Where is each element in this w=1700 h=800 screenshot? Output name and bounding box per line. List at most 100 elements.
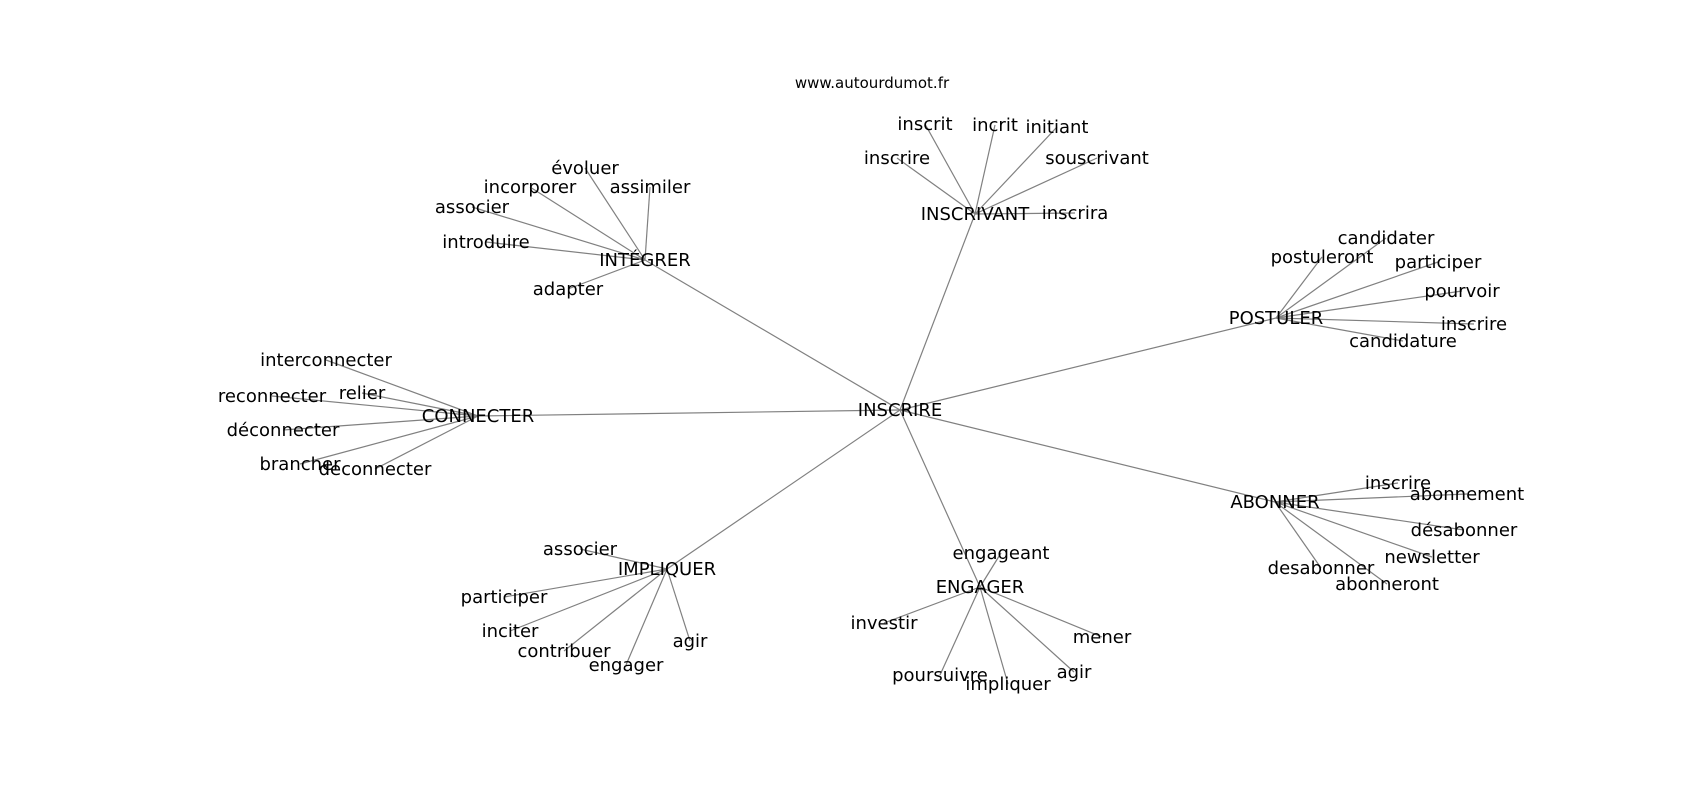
- edge-center-to-hub: [899, 409, 1276, 503]
- leaf-node-label: impliquer: [965, 674, 1051, 695]
- edge-hub-to-leaf: [1275, 290, 1463, 319]
- edge-center-to-hub: [477, 409, 901, 417]
- hub-node-label: ABONNER: [1230, 492, 1319, 513]
- leaf-node-label: abonnement: [1410, 484, 1524, 505]
- center-node-label: INSCRIRE: [858, 400, 942, 421]
- edge-hub-to-leaf: [471, 206, 646, 261]
- edge-hub-to-leaf: [1274, 501, 1433, 558]
- edge-hub-to-leaf: [584, 167, 646, 261]
- leaf-node-label: inscrire: [1441, 314, 1507, 335]
- edge-hub-to-leaf: [485, 241, 646, 261]
- edge-hub-to-leaf: [979, 586, 1075, 673]
- edge-center-to-hub: [899, 317, 1277, 411]
- edge-hub-to-leaf: [883, 586, 981, 624]
- edge-hub-to-leaf: [282, 415, 479, 431]
- leaf-node-label: inscrira: [1042, 203, 1109, 224]
- leaf-node-label: associer: [543, 539, 618, 560]
- edge-hub-to-leaf: [299, 415, 479, 465]
- edge-hub-to-leaf: [1275, 317, 1475, 325]
- edge-hub-to-leaf: [924, 123, 976, 215]
- edge-hub-to-leaf: [1274, 501, 1388, 585]
- leaf-node-label: interconnecter: [260, 350, 392, 371]
- edge-hub-to-leaf: [979, 586, 1009, 685]
- edge-hub-to-leaf: [567, 259, 646, 290]
- edge-center-to-hub: [644, 259, 901, 411]
- edge-hub-to-leaf: [974, 212, 1076, 215]
- edge-hub-to-leaf: [1274, 482, 1399, 503]
- leaf-node-label: introduire: [442, 232, 529, 253]
- edge-hub-to-leaf: [974, 126, 1058, 215]
- edge-hub-to-leaf: [1275, 256, 1323, 319]
- leaf-node-label: initiant: [1026, 117, 1089, 138]
- edge-hub-to-leaf: [1274, 501, 1465, 531]
- edge-hub-to-leaf: [666, 568, 691, 642]
- leaf-node-label: inciter: [482, 621, 539, 642]
- leaf-node-label: candidature: [1349, 331, 1457, 352]
- edge-center-to-hub: [899, 213, 976, 411]
- hub-node-label: INSCRIVANT: [921, 204, 1031, 225]
- watermark-text: www.autourdumot.fr: [795, 74, 950, 92]
- leaf-node-label: deconnecter: [319, 459, 432, 480]
- leaf-node-label: associer: [435, 197, 510, 218]
- leaf-node-label: relier: [339, 383, 386, 404]
- leaf-node-label: postuleront: [1271, 247, 1374, 268]
- edge-hub-to-leaf: [979, 586, 1103, 638]
- leaf-node-label: désabonner: [1411, 520, 1518, 541]
- edge-hub-to-leaf: [939, 586, 981, 676]
- leaf-node-label: engageant: [953, 543, 1050, 564]
- edge-hub-to-leaf: [1275, 261, 1439, 319]
- edge-hub-to-leaf: [563, 568, 668, 652]
- leaf-node-label: déconnecter: [227, 420, 340, 441]
- leaf-node-label: mener: [1073, 627, 1132, 648]
- leaf-node-label: reconnecter: [218, 386, 327, 407]
- edge-hub-to-leaf: [361, 392, 479, 417]
- edge-hub-to-leaf: [1275, 317, 1404, 342]
- leaf-node-label: newsletter: [1384, 547, 1480, 568]
- edge-hub-to-leaf: [644, 186, 651, 261]
- edge-hub-to-leaf: [509, 568, 668, 632]
- edge-hub-to-leaf: [974, 157, 1098, 215]
- edge-hub-to-leaf: [979, 552, 1002, 588]
- leaf-node-label: évoluer: [551, 158, 619, 179]
- leaf-node-label: engager: [589, 655, 664, 676]
- leaf-node-label: souscrivant: [1045, 148, 1149, 169]
- leaf-node-label: participer: [1395, 252, 1482, 273]
- edge-hub-to-leaf: [625, 568, 668, 666]
- leaf-node-label: brancher: [259, 454, 341, 475]
- leaf-node-label: poursuivre: [892, 665, 988, 686]
- edge-hub-to-leaf: [1274, 501, 1322, 569]
- leaf-node-label: inscrire: [864, 148, 930, 169]
- leaf-node-label: assimiler: [610, 177, 691, 198]
- leaf-node-label: candidater: [1338, 228, 1435, 249]
- edge-hub-to-leaf: [271, 395, 479, 417]
- edge-center-to-hub: [899, 409, 981, 588]
- hub-node-label: IMPLIQUER: [618, 559, 716, 580]
- edges-layer: [271, 123, 1475, 685]
- hub-node-label: INTÉGRER: [599, 249, 690, 271]
- edge-hub-to-leaf: [974, 124, 996, 215]
- leaf-node-label: pourvoir: [1424, 281, 1500, 302]
- labels-layer: www.autourdumot.fr INSCRIRE inscrit incri…: [218, 74, 1524, 695]
- edge-hub-to-leaf: [529, 186, 646, 261]
- leaf-node-label: participer: [461, 587, 548, 608]
- leaf-node-label: adapter: [533, 279, 604, 300]
- leaf-node-label: investir: [851, 613, 919, 634]
- edge-hub-to-leaf: [896, 157, 976, 215]
- edge-hub-to-leaf: [503, 568, 668, 598]
- edge-center-to-hub: [666, 409, 901, 570]
- edge-hub-to-leaf: [374, 415, 479, 470]
- edge-hub-to-leaf: [579, 548, 668, 570]
- leaf-node-label: inscrire: [1365, 473, 1431, 494]
- edge-hub-to-leaf: [325, 359, 479, 417]
- hub-node-label: CONNECTER: [422, 406, 534, 427]
- leaf-node-label: incrit: [972, 115, 1018, 136]
- leaf-node-label: contribuer: [517, 641, 611, 662]
- edge-hub-to-leaf: [1274, 493, 1468, 503]
- leaf-node-label: agir: [673, 631, 708, 652]
- leaf-node-label: inscrit: [897, 114, 952, 135]
- leaf-node-label: agir: [1057, 662, 1092, 683]
- leaf-node-label: abonneront: [1335, 574, 1439, 595]
- leaf-node-label: incorporer: [484, 177, 577, 198]
- leaf-node-label: desabonner: [1268, 558, 1375, 579]
